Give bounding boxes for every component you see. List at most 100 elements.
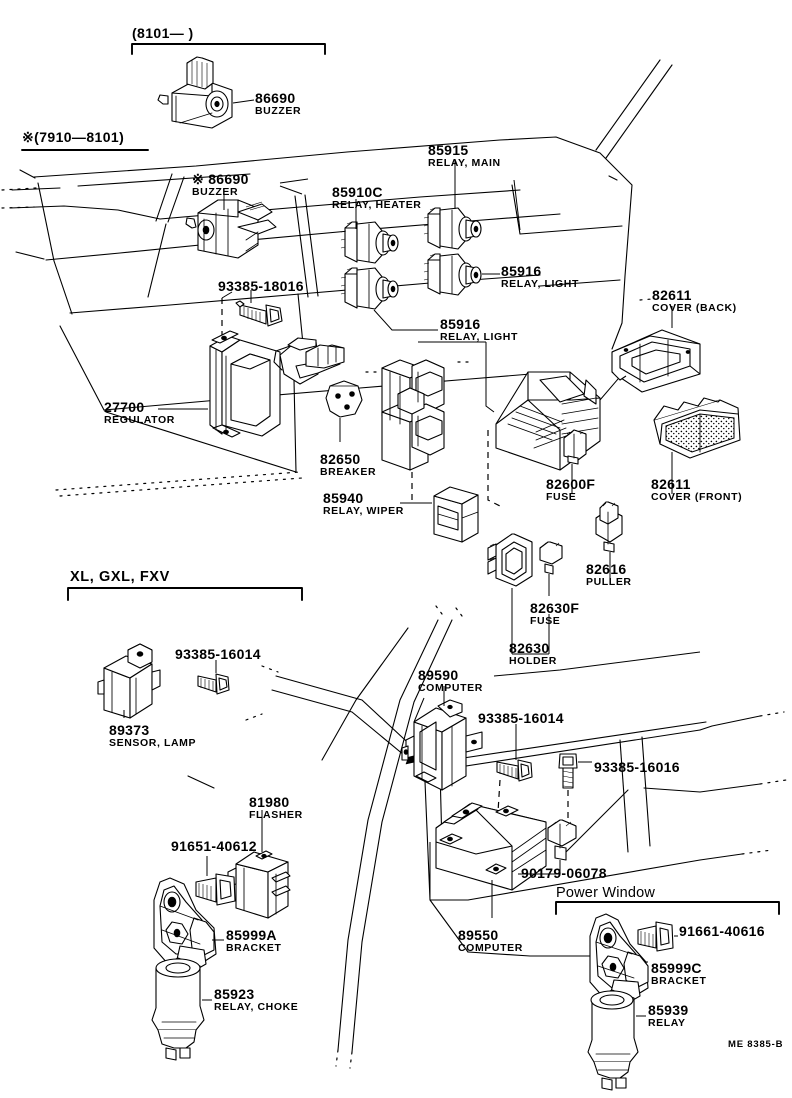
part-description: RELAY <box>648 1017 686 1029</box>
leader-82630 <box>511 588 550 655</box>
group-bracket-power-window <box>555 901 780 915</box>
leader-89590-b <box>413 697 425 723</box>
part-description: RELAY, LIGHT <box>501 278 579 290</box>
part-callout-p-93385-16016[interactable]: 93385-16016 <box>594 760 680 774</box>
part-number: 91651-40612 <box>171 838 257 854</box>
part-number: 85916 <box>440 316 481 332</box>
part-number: 82630 <box>509 640 550 656</box>
part-description: BRACKET <box>651 975 707 987</box>
part-93385-16014b-screw <box>496 759 533 782</box>
part-82600F-fuse <box>563 429 587 465</box>
part-number: 89590 <box>418 667 459 683</box>
part-85923-relay-choke <box>151 957 205 1061</box>
leader-90179 <box>518 860 561 875</box>
part-85910C-relay-heater <box>340 221 399 264</box>
part-description: REGULATOR <box>104 414 175 426</box>
part-description: FLASHER <box>249 809 303 821</box>
part-description: HOLDER <box>509 655 557 667</box>
part-89373-sensor-lamp <box>97 643 161 719</box>
group-header-power-window: Power Window <box>556 885 656 901</box>
part-number: 82630F <box>530 600 580 616</box>
part-93385-18016-screw <box>235 300 283 327</box>
part-91651-40612-bolt <box>195 873 236 906</box>
part-description: RELAY, HEATER <box>332 199 422 211</box>
part-number: 85915 <box>428 142 469 158</box>
part-85915-relay-main <box>423 207 482 250</box>
part-callout-p-90179-06078[interactable]: 90179-06078 <box>521 866 607 880</box>
part-number: 85939 <box>648 1002 689 1018</box>
part-description: COVER (FRONT) <box>651 491 743 503</box>
part-callout-p-93385-18016[interactable]: 93385-18016 <box>218 279 304 293</box>
leader-86690-mid-2 <box>279 178 309 184</box>
part-86690-buzzer-mid <box>185 199 277 259</box>
part-82611-cover-front <box>653 397 741 459</box>
group-header-date-range-8101: (8101— ) <box>132 25 194 41</box>
part-85916-relay-light-left <box>340 267 399 310</box>
part-description: COMPUTER <box>458 942 523 954</box>
leader-85916-right-2 <box>513 179 521 231</box>
part-number: 82616 <box>586 561 627 577</box>
part-85999C-bracket <box>589 913 649 1005</box>
part-number: 82611 <box>651 476 691 492</box>
part-callout-p-93385-16014a[interactable]: 93385-16014 <box>175 647 261 661</box>
part-number: ※ 86690 <box>192 171 249 187</box>
part-number: 93385-16016 <box>594 759 680 775</box>
part-91661-40616-bolt <box>637 921 674 952</box>
connector-harness <box>273 337 345 385</box>
part-90179-06078-clip <box>547 819 577 861</box>
sheet-footer-code: ME 8385-B <box>728 1039 784 1050</box>
leader-fusebox-a <box>485 342 495 413</box>
part-description: BUZZER <box>255 105 302 117</box>
part-82611-cover-back <box>611 329 701 393</box>
part-description: BRACKET <box>226 942 282 954</box>
leader-86690-top <box>232 99 255 104</box>
part-description: SENSOR, LAMP <box>109 737 197 749</box>
part-description: COVER (BACK) <box>652 302 737 314</box>
dash-fusebox-holder <box>487 430 501 507</box>
part-callout-p-91651-40612[interactable]: 91651-40612 <box>171 839 257 853</box>
part-number: 85923 <box>214 986 255 1002</box>
group-header-trim-xl-gxl-fxv: XL, GXL, FXV <box>70 569 170 585</box>
group-bracket-xl-gxl-fxv <box>67 587 303 601</box>
part-93385-16014a-screw <box>197 673 230 695</box>
part-number: 27700 <box>104 399 145 415</box>
part-89590-computer <box>401 699 483 791</box>
part-callout-p-93385-16014b[interactable]: 93385-16014 <box>478 711 564 725</box>
part-89550-computer <box>435 802 547 891</box>
part-82630-holder <box>487 533 533 587</box>
body-panel-lower <box>187 619 761 1053</box>
part-number: 85999C <box>651 960 702 976</box>
part-85940-relay-wiper <box>433 486 479 543</box>
part-callout-p-91661-40616[interactable]: 91661-40616 <box>679 924 765 938</box>
part-number: 93385-16014 <box>478 710 564 726</box>
part-number: 85916 <box>501 263 542 279</box>
part-number: 93385-18016 <box>218 278 304 294</box>
part-description: BUZZER <box>192 186 239 198</box>
part-description: RELAY, LIGHT <box>440 331 518 343</box>
